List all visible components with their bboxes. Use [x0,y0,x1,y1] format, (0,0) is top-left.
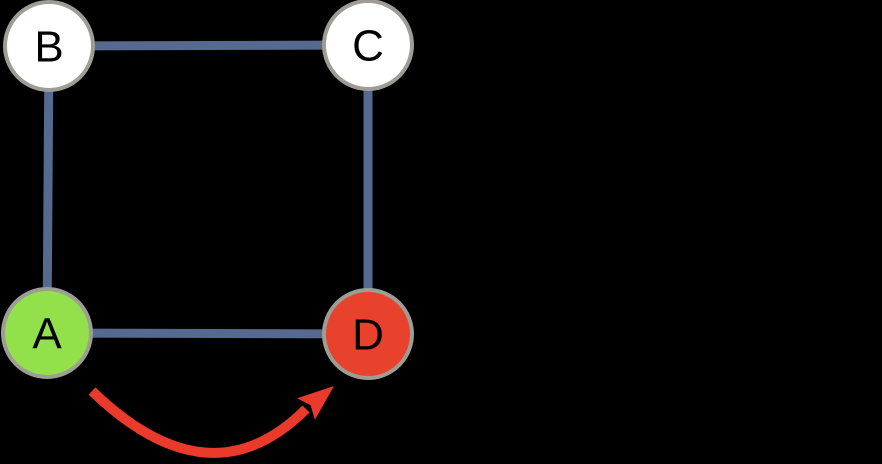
node-a-circle [1,287,93,379]
node-d-circle [322,288,414,380]
arrowhead-icon [297,386,334,420]
node-b-circle [3,0,95,92]
nodes-layer: B C A D [1,0,414,380]
edges-layer [42,40,373,339]
annotation-arrow-layer [88,386,334,458]
node-b: B [3,0,95,92]
node-c-label: C [352,21,384,70]
edge-b-c [48,40,369,51]
node-c-circle [322,0,414,91]
node-d-label: D [352,310,384,359]
node-c: C [322,0,414,91]
edge-a-d [46,328,369,339]
node-a: A [1,287,93,379]
node-d: D [322,288,414,380]
node-a-label: A [32,309,62,358]
node-b-label: B [34,22,63,71]
curved-arrow-a-to-d [88,387,310,458]
edge-b-a [42,45,54,334]
